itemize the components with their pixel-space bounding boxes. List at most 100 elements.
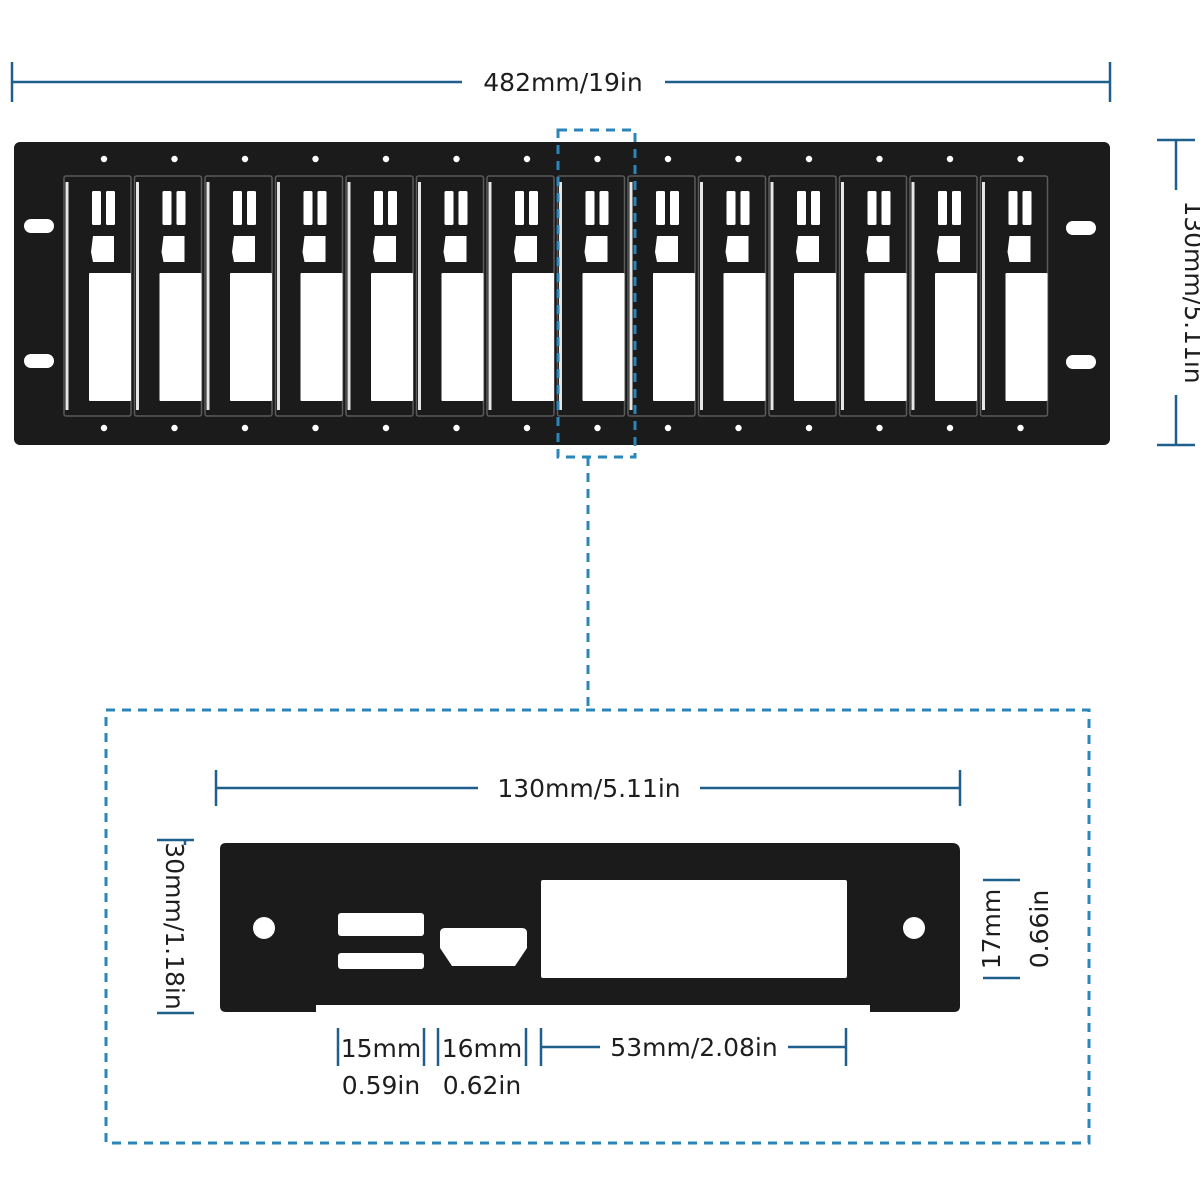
- slot-2-window-cutout: [159, 273, 202, 401]
- slot-11-screw-hole-top: [805, 155, 813, 163]
- slot-3-screw-hole-top: [241, 155, 249, 163]
- rack-width-label: 482mm/19in: [483, 68, 642, 97]
- plate-width-dimension: 130mm/5.11in: [214, 770, 962, 806]
- slot-6-hdmi-cutout: [443, 236, 467, 262]
- slot-7-screw-hole-top: [523, 155, 531, 163]
- slot-11-hdmi-cutout: [796, 236, 819, 262]
- slot-5-screw-hole-top: [382, 155, 390, 163]
- slot-3-hdmi-cutout: [232, 236, 255, 262]
- opening-height-in-label: 0.66in: [1025, 890, 1054, 968]
- highlight-callout: [556, 128, 637, 708]
- slot-9-usb-cutout-a: [656, 191, 665, 225]
- slot-11-window-cutout: [794, 273, 836, 401]
- ear-slot-left-bottom: [24, 354, 54, 368]
- slot-11-usb-cutout-a: [797, 191, 806, 225]
- detail-plate: [220, 843, 960, 1012]
- usb-port-upper-cutout: [338, 913, 424, 936]
- slot-11-usb-cutout-b: [811, 191, 820, 225]
- usb-port-lower-cutout: [338, 953, 424, 969]
- slot-4-usb-cutout-a: [303, 191, 313, 225]
- slot-5-window-cutout: [371, 273, 413, 401]
- usb-width-mm-label: 15mm: [341, 1034, 422, 1063]
- slot-2-usb-cutout-b: [176, 191, 186, 225]
- plate-height-label: 30mm/1.18in: [160, 842, 189, 1009]
- hdmi-port-cutout: [440, 928, 527, 966]
- slot-12-usb-cutout-b: [881, 191, 891, 225]
- slot-5-hdmi-cutout: [373, 236, 396, 262]
- slot-12-screw-hole-top: [876, 155, 883, 163]
- ear-slot-left-top: [24, 219, 54, 233]
- rack-width-dimension: 482mm/19in: [10, 62, 1112, 102]
- panel-slots: [63, 155, 1049, 432]
- slot-3-window-cutout: [230, 273, 272, 401]
- slot-8-hdmi-cutout: [584, 236, 608, 262]
- slot-4-screw-hole-bottom: [312, 424, 319, 432]
- slot-3-screw-hole-bottom: [241, 424, 249, 432]
- slot-8-screw-hole-top: [594, 155, 601, 163]
- slot-5-screw-hole-bottom: [382, 424, 390, 432]
- slot-12-window-cutout: [864, 273, 907, 401]
- slot-4-window-cutout: [300, 273, 343, 401]
- slot-2-hdmi-cutout: [161, 236, 185, 262]
- slot-11-screw-hole-bottom: [805, 424, 813, 432]
- slot-14-hdmi-cutout: [1007, 236, 1031, 262]
- slot-1-usb-cutout-a: [92, 191, 101, 225]
- slot-6-screw-hole-top: [453, 155, 460, 163]
- ear-slot-right-top: [1066, 221, 1096, 235]
- slot-13-window-cutout: [935, 273, 977, 401]
- slot-14-window-cutout: [1005, 273, 1048, 401]
- slot-4-hdmi-cutout: [302, 236, 326, 262]
- rack-height-dimension: 130mm/5.11in: [1157, 138, 1200, 447]
- slot-13-hdmi-cutout: [937, 236, 960, 262]
- slot-13-usb-cutout-a: [938, 191, 947, 225]
- slot-10-hdmi-cutout: [725, 236, 749, 262]
- slot-13-usb-cutout-b: [952, 191, 961, 225]
- slot-9-usb-cutout-b: [670, 191, 679, 225]
- slot-4-usb-cutout-b: [317, 191, 327, 225]
- opening-height-dimension: 17mm 0.66in: [977, 878, 1054, 980]
- slot-13-screw-hole-bottom: [946, 424, 954, 432]
- slot-6-usb-cutout-b: [458, 191, 468, 225]
- slot-9-screw-hole-top: [664, 155, 672, 163]
- slot-6-usb-cutout-a: [444, 191, 454, 225]
- slot-14-usb-cutout-a: [1008, 191, 1018, 225]
- slot-5-usb-cutout-b: [388, 191, 397, 225]
- usb-width-in-label: 0.59in: [342, 1071, 420, 1100]
- slot-8-screw-hole-bottom: [594, 424, 601, 432]
- slot-10-screw-hole-top: [735, 155, 742, 163]
- slot-7-hdmi-cutout: [514, 236, 537, 262]
- slot-7-window-cutout: [512, 273, 554, 401]
- plate-width-label: 130mm/5.11in: [497, 774, 680, 803]
- slot-13-screw-hole-top: [946, 155, 954, 163]
- slot-12-usb-cutout-a: [867, 191, 877, 225]
- window-width-dimension: 53mm/2.08in: [539, 1028, 848, 1066]
- slot-10-usb-cutout-a: [726, 191, 736, 225]
- plate-mount-hole-left: [253, 917, 275, 939]
- slot-3-usb-cutout-b: [247, 191, 256, 225]
- slot-5-usb-cutout-a: [374, 191, 383, 225]
- rack-panel: [14, 142, 1110, 445]
- slot-1-hdmi-cutout: [91, 236, 114, 262]
- opening-height-mm-label: 17mm: [977, 889, 1006, 970]
- detail-box: [104, 708, 1091, 1145]
- slot-12-hdmi-cutout: [866, 236, 890, 262]
- slot-9-hdmi-cutout: [655, 236, 678, 262]
- slot-14-usb-cutout-b: [1022, 191, 1032, 225]
- slot-9-window-cutout: [653, 273, 695, 401]
- slot-10-window-cutout: [723, 273, 766, 401]
- slot-10-usb-cutout-b: [740, 191, 750, 225]
- display-window-cutout: [541, 880, 847, 978]
- slot-2-usb-cutout-a: [162, 191, 172, 225]
- hdmi-width-mm-label: 16mm: [442, 1034, 523, 1063]
- slot-9-screw-hole-bottom: [664, 424, 672, 432]
- window-width-label: 53mm/2.08in: [610, 1033, 777, 1062]
- slot-4-screw-hole-top: [312, 155, 319, 163]
- slot-1-usb-cutout-b: [106, 191, 115, 225]
- slot-2-screw-hole-top: [171, 155, 178, 163]
- slot-2-screw-hole-bottom: [171, 424, 178, 432]
- slot-6-window-cutout: [441, 273, 484, 401]
- slot-14-screw-hole-top: [1017, 155, 1024, 163]
- slot-8-usb-cutout-b: [599, 191, 609, 225]
- plate-height-dimension: 30mm/1.18in: [157, 838, 194, 1015]
